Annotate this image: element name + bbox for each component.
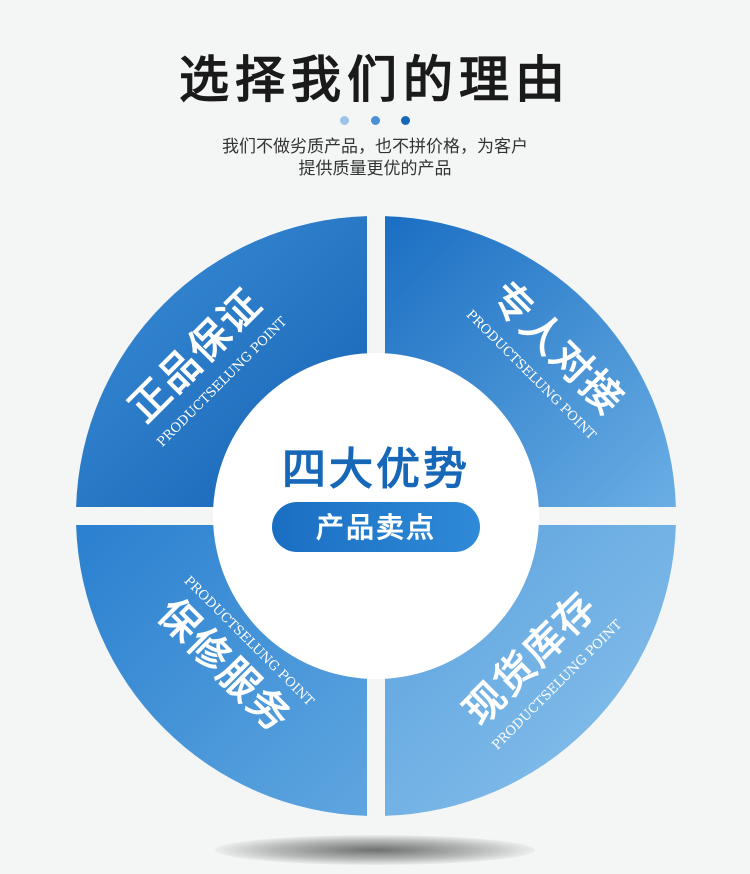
dot-light: [340, 116, 350, 125]
subtitle: 我们不做劣质产品，也不拼价格，为客户 提供质量更优的产品: [0, 136, 750, 180]
center-pill-label: 产品卖点: [316, 511, 436, 544]
subtitle-line-2: 提供质量更优的产品: [298, 159, 452, 179]
dot-dark: [400, 116, 410, 125]
page-title: 选择我们的理由: [179, 51, 571, 109]
subtitle-line-1: 我们不做劣质产品，也不拼价格，为客户: [222, 137, 528, 157]
center-title: 四大优势: [282, 444, 470, 495]
decorative-dots: [0, 110, 750, 129]
center-pill: [272, 502, 480, 552]
dot-medium: [370, 116, 380, 125]
wheel-shadow: [215, 835, 535, 865]
